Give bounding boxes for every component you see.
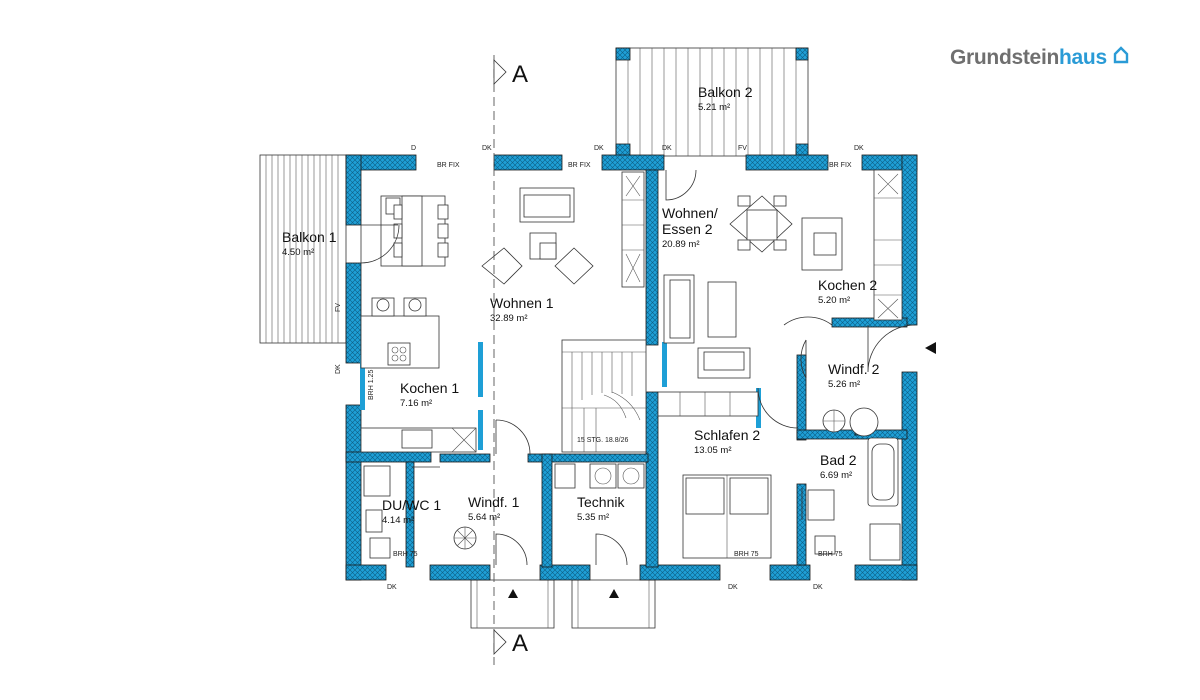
room-name-windf2: Windf. 2 bbox=[828, 361, 880, 377]
room-area-kochen2: 5.20 m² bbox=[818, 295, 850, 306]
room-area-balkon1: 4.50 m² bbox=[282, 247, 314, 258]
furniture-technik bbox=[554, 463, 645, 489]
room-name-windf1: Windf. 1 bbox=[468, 494, 520, 510]
house-icon bbox=[1113, 46, 1129, 70]
svg-text:FV: FV bbox=[335, 303, 342, 312]
room-area-windf2: 5.26 m² bbox=[828, 379, 860, 390]
room-area-kochen1: 7.16 m² bbox=[400, 398, 432, 409]
svg-text:BRH 75: BRH 75 bbox=[734, 551, 759, 558]
svg-text:DK: DK bbox=[594, 145, 604, 152]
room-name-balkon1: Balkon 1 bbox=[282, 229, 337, 245]
room-name-duwc1: DU/WC 1 bbox=[382, 497, 441, 513]
section-label-top: A bbox=[512, 61, 528, 88]
room-name-wohnen1: Wohnen 1 bbox=[490, 295, 554, 311]
room-area-wohnen1: 32.89 m² bbox=[490, 313, 528, 324]
svg-text:DK: DK bbox=[662, 145, 672, 152]
svg-text:BR FIX: BR FIX bbox=[437, 162, 460, 169]
brand-name-part1: Grundstein bbox=[950, 46, 1060, 69]
room-area-wohnen2: 20.89 m² bbox=[662, 239, 700, 250]
room-area-duwc1: 4.14 m² bbox=[382, 515, 414, 526]
entrance-arrow-icon bbox=[925, 342, 936, 354]
svg-text:FV: FV bbox=[738, 145, 747, 152]
brand-logo: Grundsteinhaus bbox=[950, 46, 1129, 70]
staircase: 15 STG. 18.8/26 bbox=[561, 339, 647, 453]
furniture-schlafen2 bbox=[657, 391, 772, 559]
svg-text:BR FIX: BR FIX bbox=[829, 162, 852, 169]
section-label-bottom: A bbox=[512, 630, 528, 657]
room-area-balkon2: 5.21 m² bbox=[698, 102, 730, 113]
svg-text:DK: DK bbox=[854, 145, 864, 152]
room-name-wohnen2-line2: Essen 2 bbox=[662, 221, 713, 237]
svg-text:D: D bbox=[411, 145, 416, 152]
room-labels: Balkon 2 5.21 m² Balkon 1 4.50 m² Wohnen… bbox=[282, 84, 880, 526]
room-name-balkon2: Balkon 2 bbox=[698, 84, 753, 100]
svg-text:DK: DK bbox=[728, 584, 738, 591]
furniture-wohnen2 bbox=[663, 169, 903, 379]
svg-text:DK: DK bbox=[482, 145, 492, 152]
room-area-bad2: 6.69 m² bbox=[820, 470, 852, 481]
stair-note: 15 STG. 18.8/26 bbox=[577, 437, 628, 444]
svg-text:DK: DK bbox=[387, 584, 397, 591]
room-area-windf1: 5.64 m² bbox=[468, 512, 500, 523]
room-name-kochen1: Kochen 1 bbox=[400, 380, 459, 396]
svg-text:BRH 75: BRH 75 bbox=[393, 551, 418, 558]
furniture-wohnen1 bbox=[380, 171, 645, 288]
balkon1-deck bbox=[259, 154, 347, 344]
room-area-schlafen2: 13.05 m² bbox=[694, 445, 732, 456]
interior-walls bbox=[345, 169, 908, 568]
window-annotations: D DK DK DK FV DK BR FIX BR FIX BR FIX DK… bbox=[335, 145, 864, 591]
room-name-kochen2: Kochen 2 bbox=[818, 277, 877, 293]
furniture-kochen1 bbox=[360, 297, 477, 453]
room-name-wohnen2-line1: Wohnen/ bbox=[662, 205, 718, 221]
furniture-duwc1 bbox=[363, 465, 477, 559]
svg-text:DK: DK bbox=[813, 584, 823, 591]
balkon2-deck bbox=[615, 47, 809, 157]
doors bbox=[360, 169, 916, 566]
room-area-technik: 5.35 m² bbox=[577, 512, 609, 523]
room-name-schlafen2: Schlafen 2 bbox=[694, 427, 760, 443]
brand-name-part2: haus bbox=[1059, 46, 1107, 69]
svg-text:BR FIX: BR FIX bbox=[568, 162, 591, 169]
section-marker-top: A bbox=[493, 59, 528, 88]
room-name-technik: Technik bbox=[577, 494, 625, 510]
furniture-bad2 bbox=[807, 407, 901, 561]
section-marker-bottom: A bbox=[493, 629, 528, 657]
svg-text:BRH 1.25: BRH 1.25 bbox=[368, 370, 375, 400]
svg-text:BRH 75: BRH 75 bbox=[818, 551, 843, 558]
room-name-bad2: Bad 2 bbox=[820, 452, 857, 468]
outer-walls bbox=[345, 154, 918, 581]
svg-text:DK: DK bbox=[335, 364, 342, 374]
entrance-porches bbox=[470, 579, 656, 629]
